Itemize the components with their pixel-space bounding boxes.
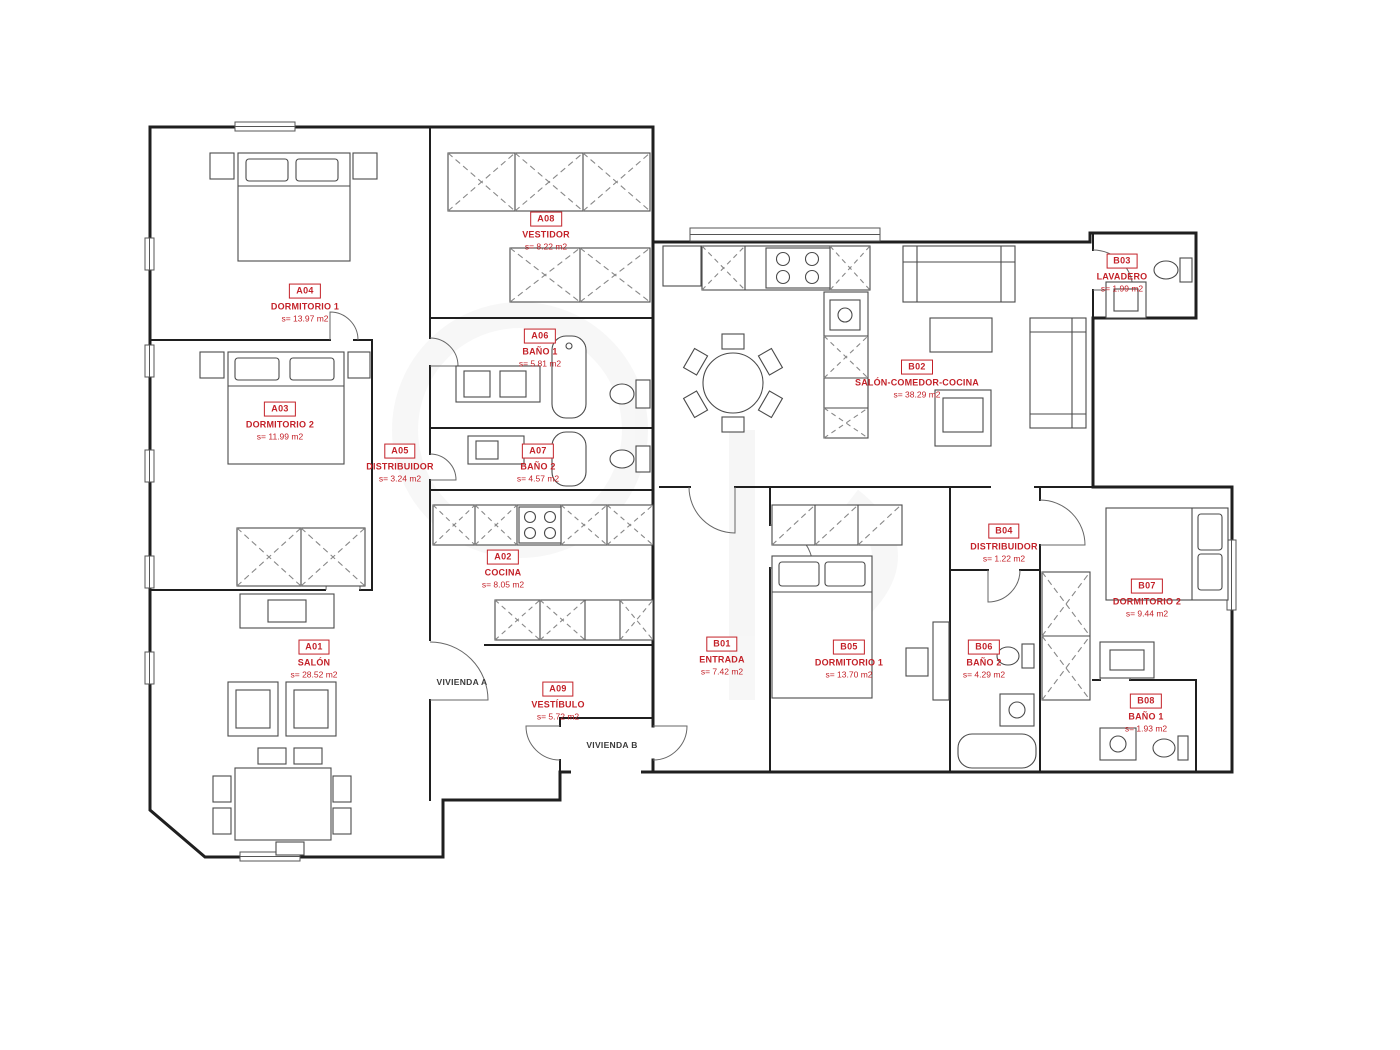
washing-machine xyxy=(1105,281,1147,319)
furniture xyxy=(199,152,1229,856)
kitchen-counter xyxy=(432,504,654,546)
kitchen-counter xyxy=(662,245,871,439)
bathroom-sink xyxy=(1099,727,1137,761)
toilet xyxy=(609,445,651,473)
dining-table xyxy=(212,747,352,856)
door-arc xyxy=(1039,499,1086,546)
window-icon xyxy=(144,237,155,271)
window-icon xyxy=(234,121,296,132)
sofa xyxy=(1029,317,1087,429)
bed xyxy=(771,555,873,699)
door-arc xyxy=(525,725,561,761)
window-icon xyxy=(239,851,301,862)
door-arc xyxy=(688,486,736,534)
window-icon xyxy=(144,344,155,378)
desk xyxy=(905,621,950,701)
window-icon xyxy=(144,651,155,685)
armchair xyxy=(227,681,279,737)
bed xyxy=(209,152,378,262)
bathtub xyxy=(551,431,587,487)
window-icon xyxy=(144,555,155,589)
bathroom-sink xyxy=(999,693,1035,727)
dresser xyxy=(239,593,335,629)
door-arc xyxy=(429,641,489,701)
kitchen-sink xyxy=(829,299,861,331)
door-arc xyxy=(652,725,688,761)
toilet xyxy=(1152,735,1189,761)
kitchen-counter xyxy=(494,599,654,641)
wardrobe xyxy=(236,527,366,587)
wall-openings xyxy=(571,767,641,777)
toilet xyxy=(609,379,651,409)
vivienda-a-note: VIVIENDA A xyxy=(436,677,488,687)
wardrobe xyxy=(771,504,903,546)
door-arc xyxy=(329,311,359,341)
door-arc xyxy=(429,337,459,367)
hob xyxy=(518,506,562,544)
sofa xyxy=(902,245,1016,303)
door-arc xyxy=(429,453,457,481)
wardrobe xyxy=(1041,571,1091,701)
window-icon xyxy=(144,449,155,483)
armchair xyxy=(285,681,337,737)
bench xyxy=(1099,641,1155,679)
window-icon xyxy=(689,227,881,242)
toilet xyxy=(996,643,1035,669)
bed xyxy=(1105,507,1229,601)
armchair xyxy=(934,389,992,447)
toilet xyxy=(1153,257,1193,283)
hob xyxy=(765,247,831,289)
coffee-table xyxy=(929,317,993,353)
door-arc xyxy=(987,569,1021,603)
bathtub xyxy=(957,733,1037,769)
vivienda-b-note: VIVIENDA B xyxy=(586,740,638,750)
windows xyxy=(144,121,1237,862)
wardrobe xyxy=(447,152,651,303)
walls xyxy=(148,125,1234,859)
bed xyxy=(199,351,371,465)
bathroom-sink xyxy=(467,435,525,465)
bathtub xyxy=(551,335,587,419)
bathroom-sink xyxy=(455,365,541,403)
round-dining-table xyxy=(682,333,784,433)
